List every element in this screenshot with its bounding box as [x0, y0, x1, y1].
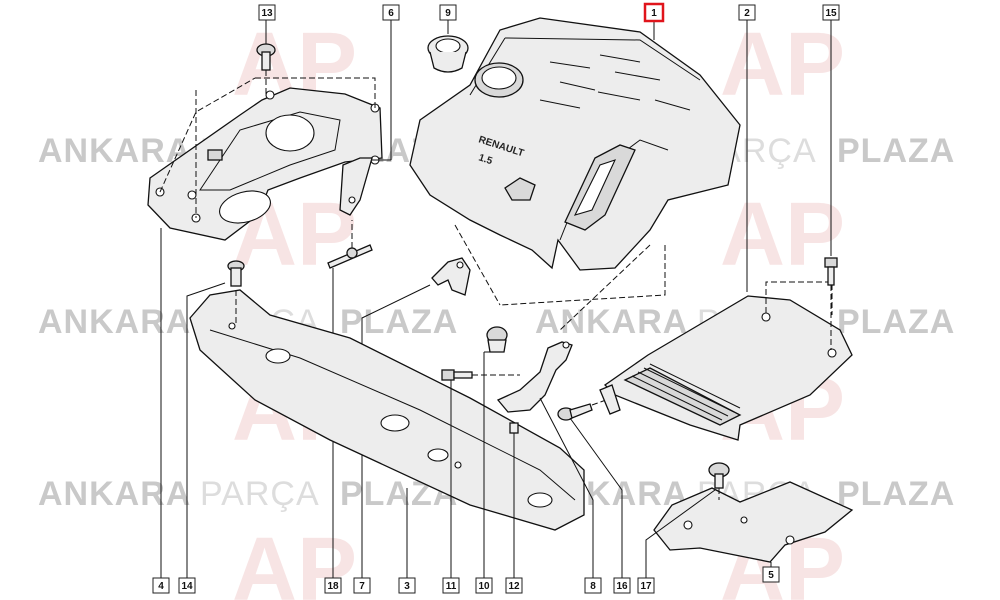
- callout-label: 10: [478, 581, 490, 592]
- watermark-text: ANKARA: [38, 132, 191, 170]
- callout-label: 7: [359, 581, 365, 592]
- watermark-logo-mark: AP: [720, 15, 845, 115]
- callout-12[interactable]: 12: [505, 577, 523, 594]
- callout-label: 18: [327, 581, 339, 592]
- watermark-text: PLAZA: [837, 132, 955, 170]
- callout-7[interactable]: 7: [353, 577, 371, 594]
- watermark-logo-mark: AP: [720, 185, 845, 285]
- watermark-text: ANKARA: [38, 475, 191, 513]
- callout-label: 1: [651, 8, 657, 19]
- callout-label: 17: [640, 581, 652, 592]
- callout-label: 3: [404, 581, 410, 592]
- part-13-clip: [159, 20, 376, 218]
- callout-label: 6: [388, 8, 394, 19]
- callout-label: 9: [445, 8, 451, 19]
- callout-label: 12: [508, 581, 520, 592]
- callout-label: 2: [744, 8, 750, 19]
- callout-15[interactable]: 15: [822, 4, 840, 21]
- callout-17[interactable]: 17: [637, 577, 655, 594]
- callout-label: 4: [158, 581, 164, 592]
- callout-11[interactable]: 11: [442, 577, 460, 594]
- part-2-right-shield: [599, 20, 853, 441]
- watermark-text: ANKARA: [38, 303, 191, 341]
- watermark-logo: AP AP AP AP AP AP AP AP: [232, 15, 845, 600]
- callout-5[interactable]: 5: [762, 566, 780, 583]
- callout-label: 15: [825, 8, 837, 19]
- watermark-text: PLAZA: [340, 303, 458, 341]
- callout-9[interactable]: 9: [439, 4, 457, 21]
- part-16-bolt: [557, 399, 623, 578]
- callout-4[interactable]: 4: [152, 577, 170, 594]
- part-1-engine-cover: RENAULT 1.5: [409, 17, 741, 331]
- part-14-stud: [186, 260, 245, 578]
- watermark-text: PLAZA: [837, 303, 955, 341]
- callout-14[interactable]: 14: [178, 577, 196, 594]
- part-11-bolt: [441, 369, 520, 578]
- callout-3[interactable]: 3: [398, 577, 416, 594]
- part-9-grommet: [427, 20, 469, 73]
- callout-label: 11: [446, 581, 457, 592]
- watermark-text: PLAZA: [837, 475, 955, 513]
- callout-2[interactable]: 2: [738, 4, 756, 21]
- part-10-grommet: [483, 326, 508, 578]
- part-12-clip: [509, 422, 519, 578]
- part-5-lower-right-shield: [653, 481, 854, 567]
- callout-label: 14: [181, 581, 193, 592]
- watermark-text: ANKARA: [535, 303, 688, 341]
- part-7-bracket: [361, 257, 471, 578]
- callout-8[interactable]: 8: [584, 577, 602, 594]
- callout-label: 5: [768, 570, 774, 581]
- part-17-clip: [645, 462, 730, 578]
- callout-1-highlighted[interactable]: 1: [643, 2, 665, 23]
- cover-engine-text: 1.5: [477, 152, 494, 167]
- callout-label: 8: [590, 581, 596, 592]
- part-8-bracket: [496, 341, 594, 578]
- callout-6[interactable]: 6: [382, 4, 400, 21]
- part-15-bolt: [824, 20, 838, 350]
- callout-16[interactable]: 16: [613, 577, 631, 594]
- callout-18[interactable]: 18: [324, 577, 342, 594]
- part-3-lower-shield: [189, 289, 585, 578]
- callout-label: 13: [261, 8, 273, 19]
- part-6-bracket: [339, 20, 392, 216]
- part-4-upper-shield: [147, 87, 383, 241]
- watermark-text: PARÇA: [200, 475, 320, 513]
- callout-label: 16: [616, 581, 628, 592]
- callout-10[interactable]: 10: [475, 577, 493, 594]
- callout-13[interactable]: 13: [258, 4, 276, 21]
